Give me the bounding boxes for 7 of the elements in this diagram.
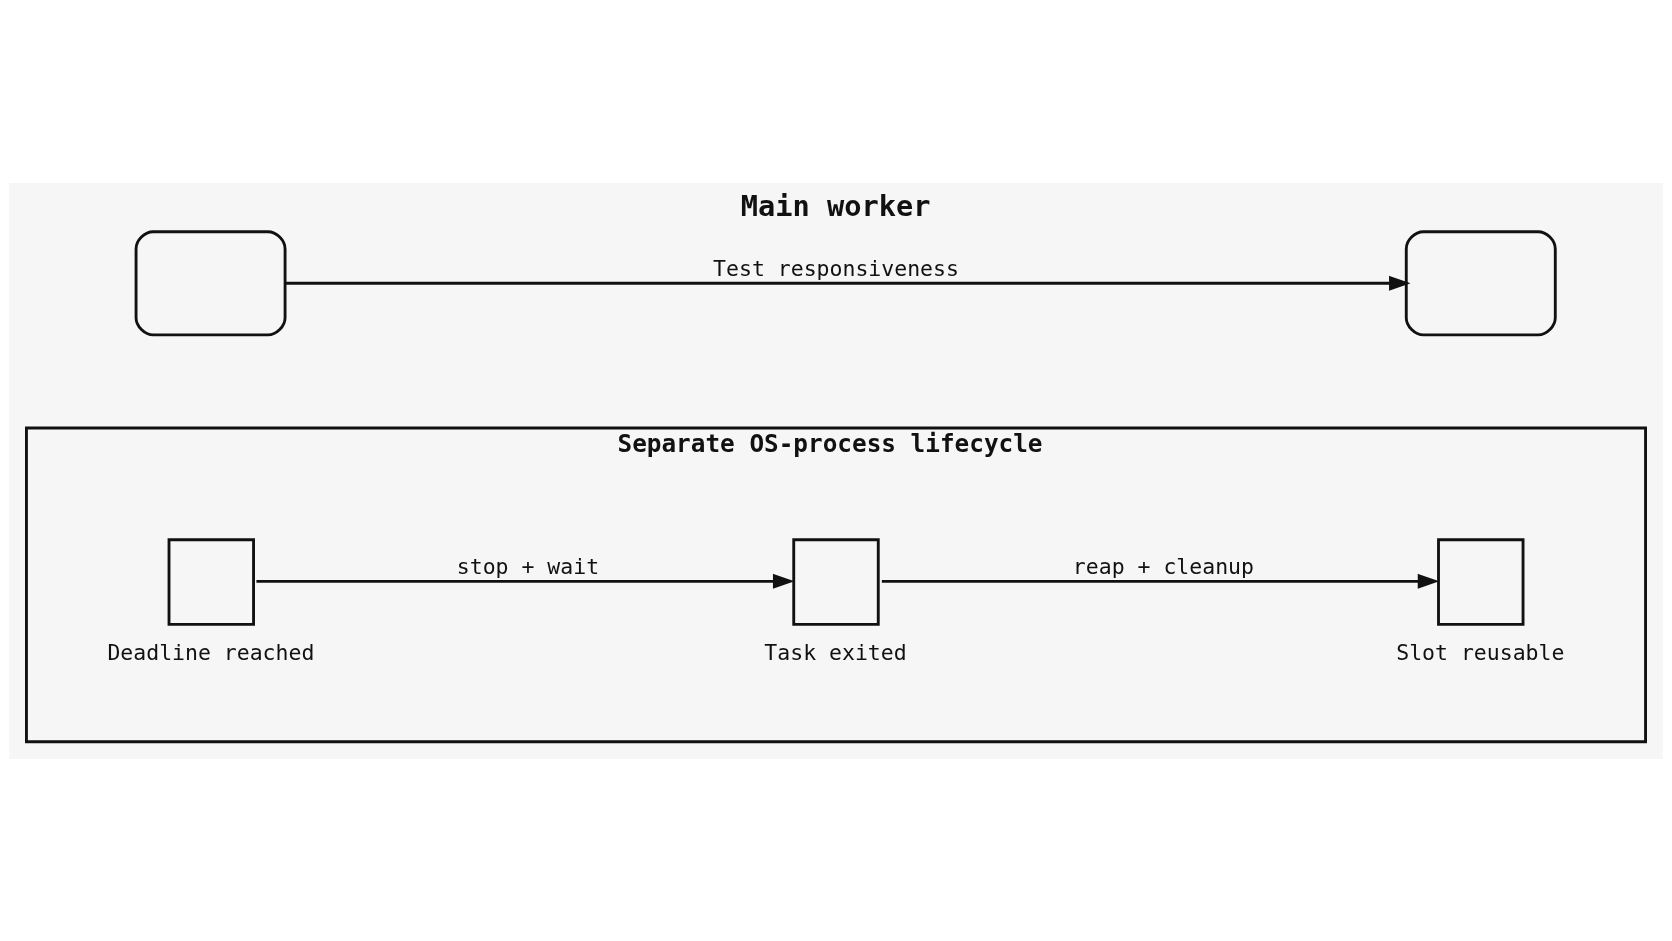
edge-label: reap + cleanup [1072, 553, 1254, 579]
node-label: Task exited [764, 639, 907, 665]
node-label: Slot reusable [1396, 639, 1565, 665]
edge-label: stop + wait [456, 553, 600, 579]
node-label: Deadline reached [107, 639, 315, 665]
edge-label: Test responsiveness [713, 255, 959, 281]
diagram-title: Main worker [740, 188, 931, 223]
